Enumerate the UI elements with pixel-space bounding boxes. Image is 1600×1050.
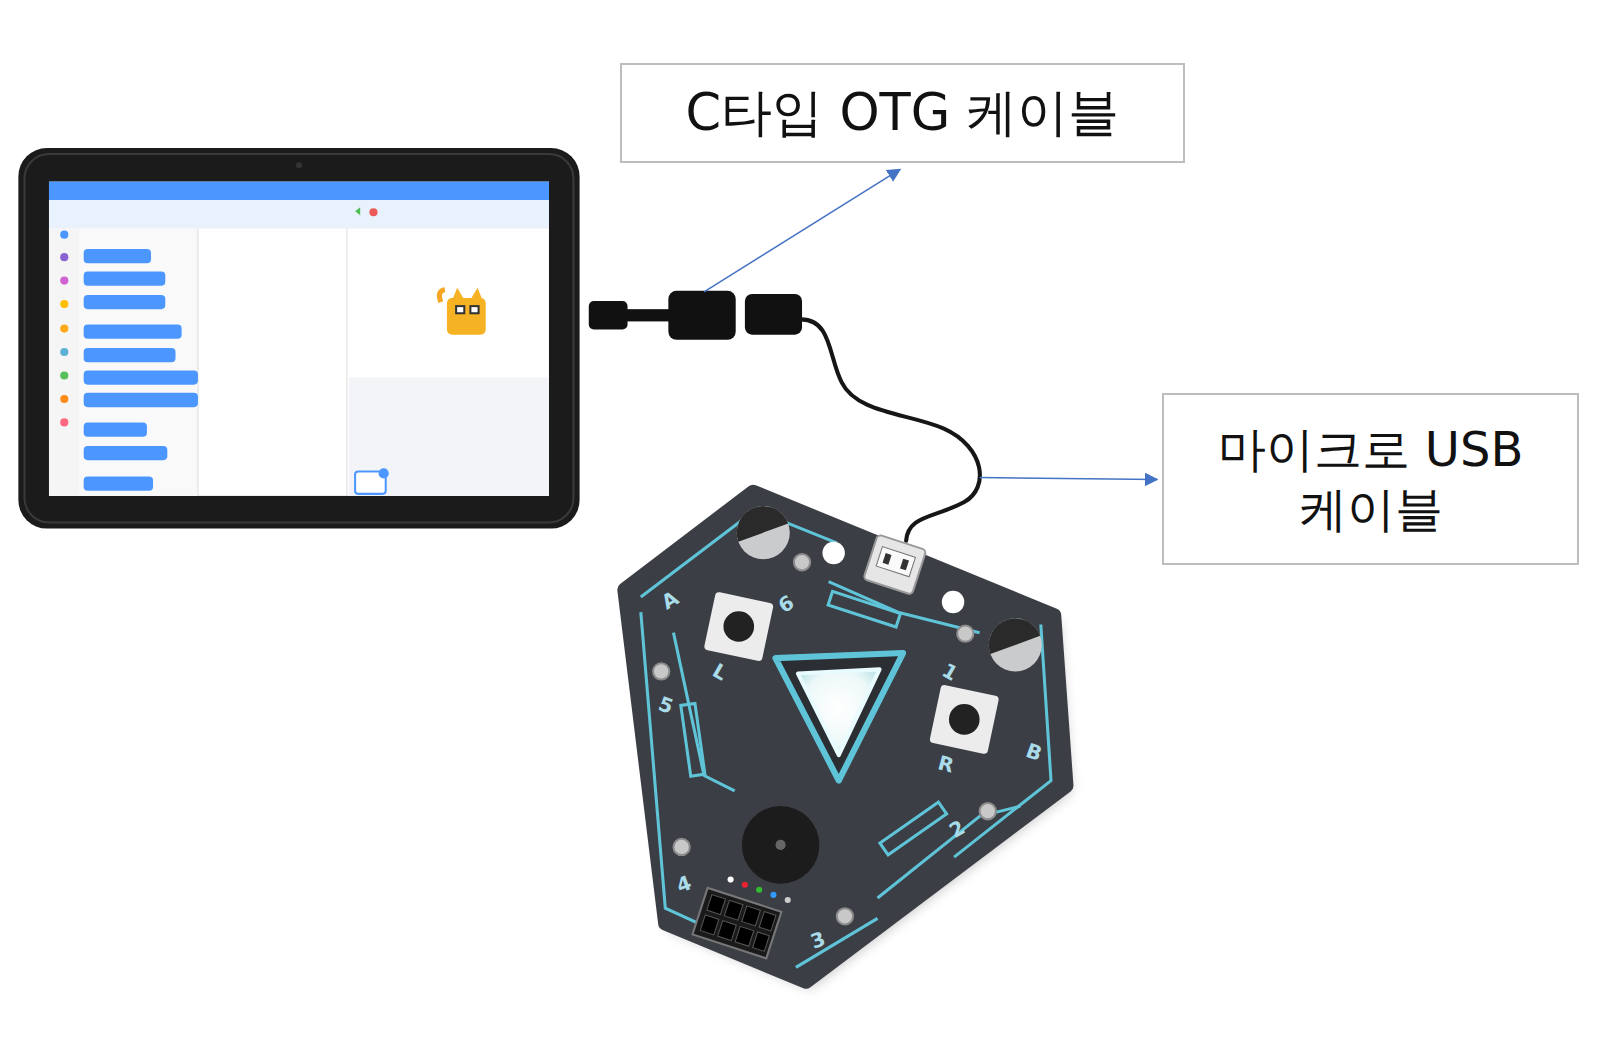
pin-label: 1 — [939, 660, 961, 684]
callout-box: 마이크로 USB 케이블 — [1162, 393, 1579, 565]
otg-cable — [589, 291, 802, 340]
pin-label: B — [1023, 740, 1044, 764]
callout-box: C타입 OTG 케이블 — [620, 63, 1185, 163]
leader-arrow — [704, 169, 900, 291]
pin-label: 4 — [674, 872, 694, 896]
push-buttons — [704, 591, 1000, 754]
speaker-grilles — [729, 499, 1042, 672]
tablet — [18, 148, 579, 529]
pin-label: 6 — [775, 592, 797, 616]
pin-label: L — [709, 660, 730, 684]
pin-label: A — [658, 587, 681, 612]
leader-arrow — [980, 478, 1158, 480]
pin-label: 2 — [946, 817, 968, 841]
controller-board — [624, 492, 1070, 988]
callout-text: 마이크로 USB 케이블 — [1216, 419, 1526, 539]
callout-text: C타입 OTG 케이블 — [686, 81, 1120, 145]
cat-sprite — [439, 288, 485, 335]
pin-label: 3 — [808, 928, 828, 952]
micro-usb-cable — [801, 319, 980, 540]
pin-label: R — [936, 752, 956, 775]
micro-usb-port — [863, 534, 926, 594]
pin-label: 5 — [656, 693, 676, 717]
